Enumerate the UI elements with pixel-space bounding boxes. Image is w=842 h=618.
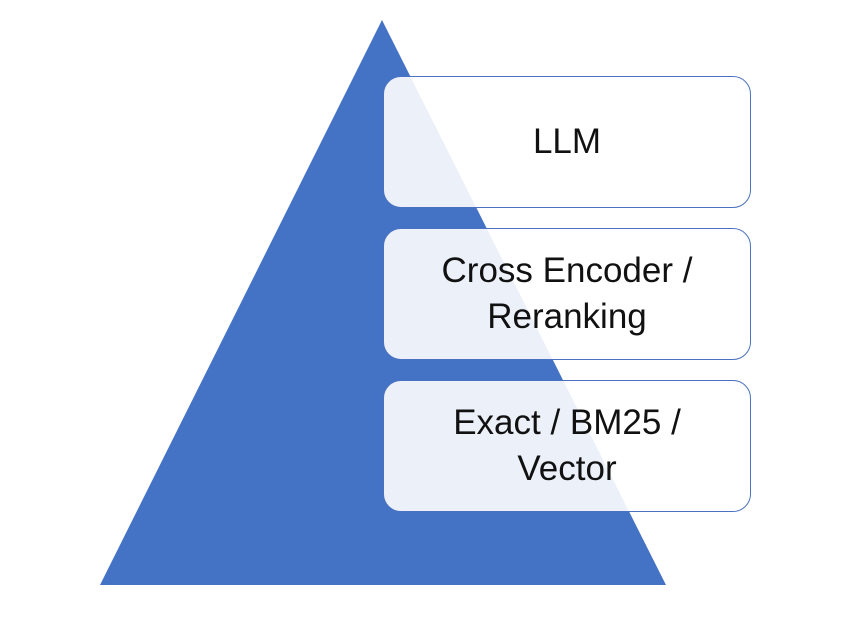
- level-label-retrieval: Exact / BM25 / Vector: [453, 403, 681, 488]
- pyramid-level-top: LLM: [383, 76, 751, 208]
- pyramid-level-bottom: Exact / BM25 / Vector: [383, 380, 751, 512]
- level-label-llm: LLM: [532, 122, 602, 161]
- level-label-cross-encoder: Cross Encoder / Reranking: [441, 251, 693, 336]
- pyramid-level-middle: Cross Encoder / Reranking: [383, 228, 751, 360]
